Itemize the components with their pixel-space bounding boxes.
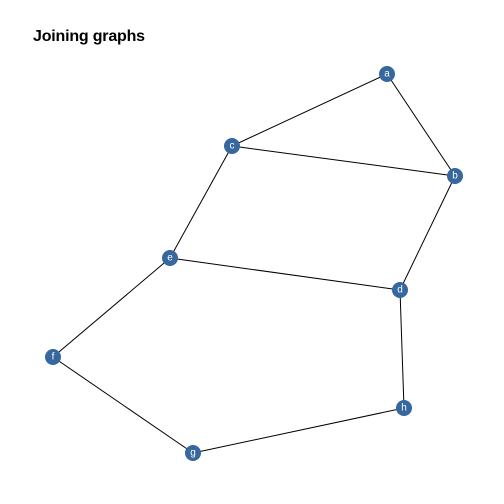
node-circle-a xyxy=(379,66,395,82)
node-label-e: e xyxy=(167,253,173,264)
node-e: e xyxy=(162,250,178,266)
node-b: b xyxy=(447,168,463,184)
page-title: Joining graphs xyxy=(33,28,145,45)
node-circle-g xyxy=(185,445,201,461)
node-circle-e xyxy=(162,250,178,266)
node-circle-c xyxy=(224,138,240,154)
nodes-layer: a b c d e f g h xyxy=(45,66,463,461)
node-label-g: g xyxy=(190,448,196,459)
edge-b-d xyxy=(399,175,456,291)
node-f: f xyxy=(45,349,61,365)
node-label-b: b xyxy=(452,171,458,182)
edge-c-e xyxy=(169,145,233,259)
node-label-f: f xyxy=(52,352,55,363)
node-h: h xyxy=(396,400,412,416)
node-label-c: c xyxy=(230,141,235,152)
node-circle-d xyxy=(392,282,408,298)
node-a: a xyxy=(379,66,395,82)
edge-e-f xyxy=(52,257,171,358)
edge-g-h xyxy=(192,407,405,454)
node-label-h: h xyxy=(401,403,407,414)
edge-f-g xyxy=(52,356,194,454)
edge-d-h xyxy=(399,289,405,409)
edge-c-b xyxy=(231,145,456,177)
node-circle-f xyxy=(45,349,61,365)
edge-a-c xyxy=(231,73,388,147)
node-c: c xyxy=(224,138,240,154)
edge-e-d xyxy=(169,257,401,291)
node-label-d: d xyxy=(397,285,403,296)
node-d: d xyxy=(392,282,408,298)
node-circle-b xyxy=(447,168,463,184)
edges-layer xyxy=(52,73,456,454)
node-circle-h xyxy=(396,400,412,416)
node-label-a: a xyxy=(384,69,390,80)
edge-a-b xyxy=(386,73,456,177)
node-g: g xyxy=(185,445,201,461)
